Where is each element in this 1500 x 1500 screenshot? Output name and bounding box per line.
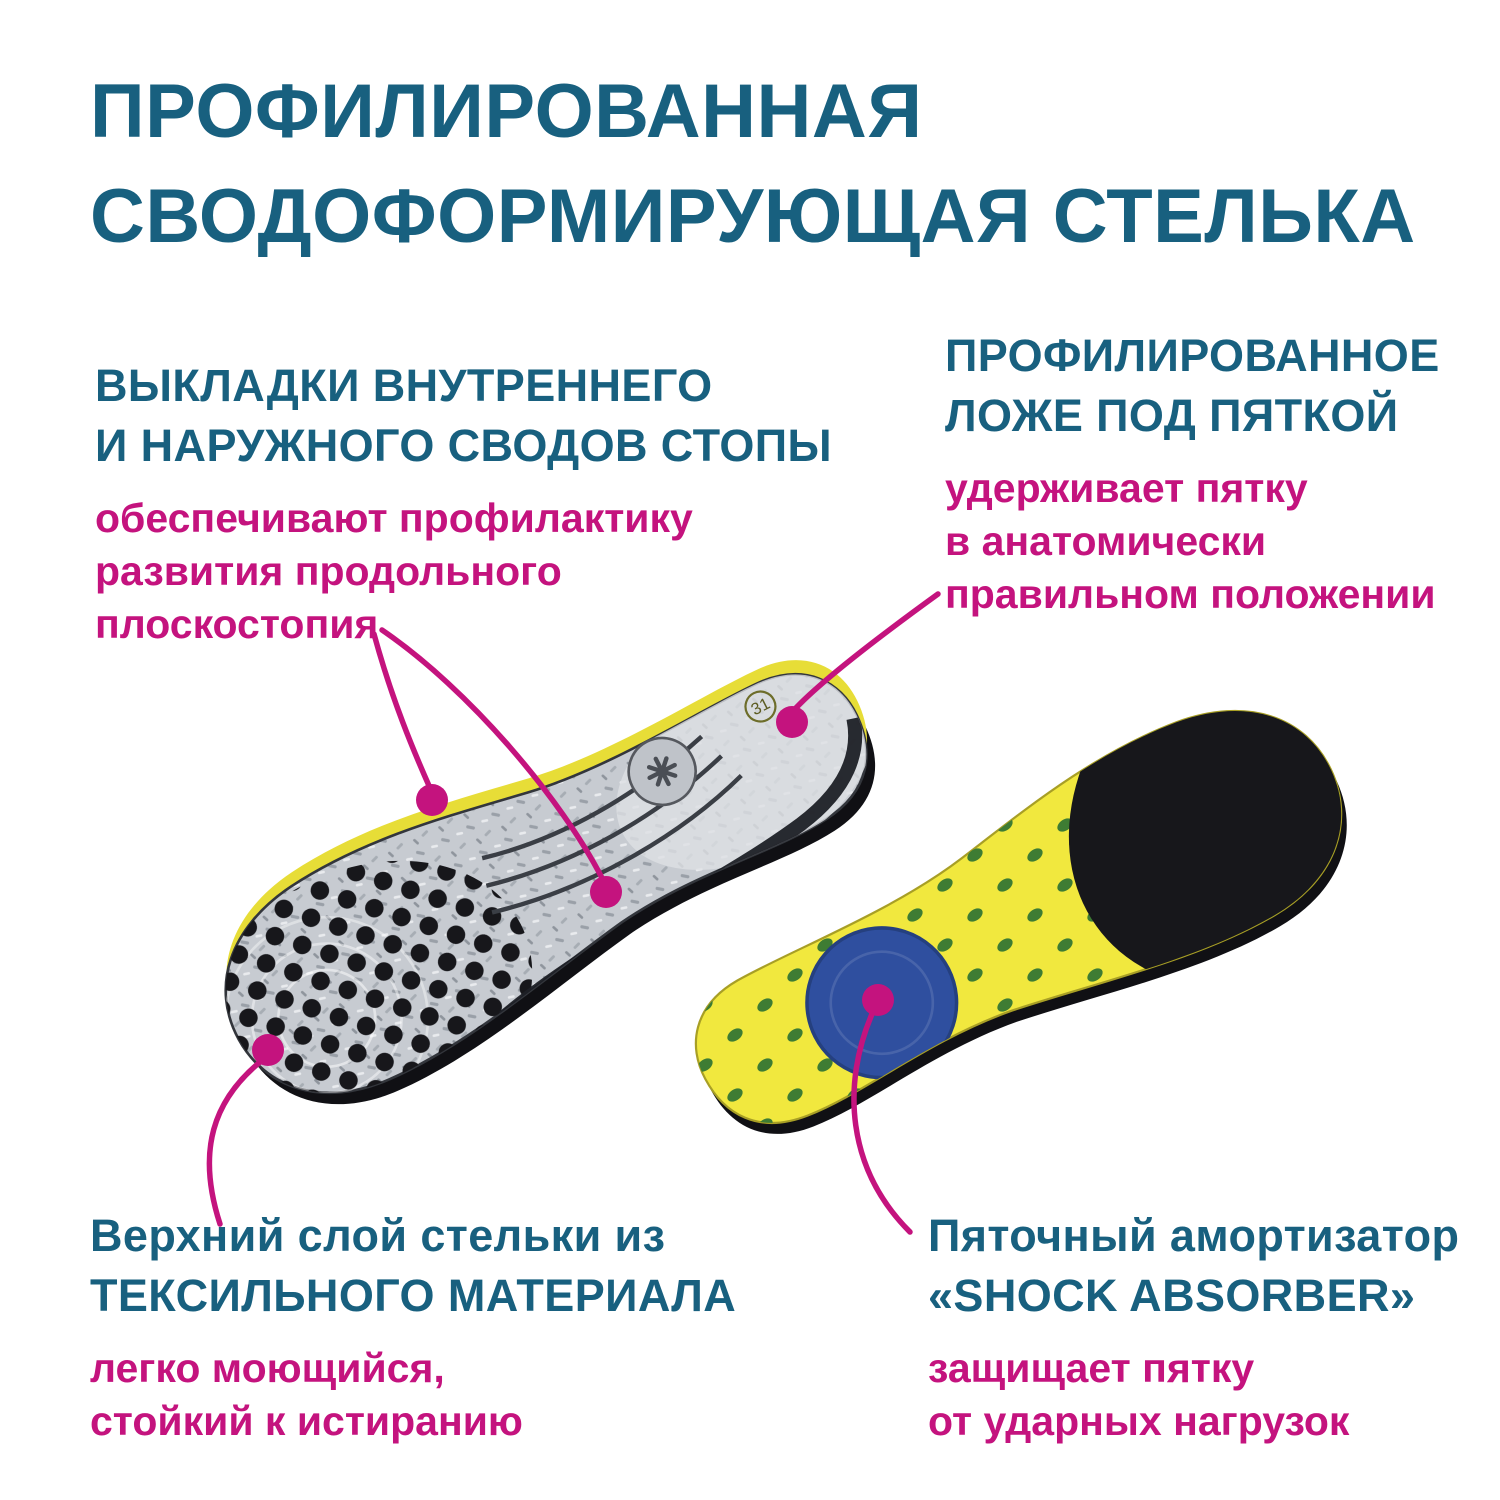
callout-dot-arch-pad-inner [416,784,448,816]
insole-top-view: 31 [185,605,917,1145]
heel-seat-body-line1: удерживает пятку [945,464,1308,511]
heel-seat-heading-line1: ПРОФИЛИРОВАННОЕ [945,330,1440,381]
callout-line-textile [206,1059,263,1227]
shock-pad-ring [829,950,935,1056]
annotation-textile-layer: Верхний слой стельки из ТЕКСИЛЬНОГО МАТЕ… [90,1206,736,1448]
textile-heading-line2: ТЕКСИЛЬНОГО МАТЕРИАЛА [90,1269,737,1321]
callouts [206,591,941,1235]
arch-design-line [485,754,723,888]
shock-body-line1: защищает пятку [928,1344,1255,1391]
callout-dot-textile [252,1034,284,1066]
callout-line-arch-pads-2 [379,627,605,881]
textile-body-line2: стойкий к истиранию [90,1397,523,1444]
callout-dot-arch-pad-outer [590,876,622,908]
arch-pads-body: обеспечивают профилактику развития продо… [95,492,832,652]
shock-body: защищает пятку от ударных нагрузок [928,1342,1459,1449]
textile-body: легко моющийся, стойкий к истиранию [90,1342,736,1449]
arch-pads-body-line2: развития продольного [95,547,562,594]
callout-dot-shock-absorber [862,984,894,1016]
textile-body-line1: легко моющийся, [90,1344,445,1391]
page-title: ПРОФИЛИРОВАННАЯ СВОДОФОРМИРУЮЩАЯ СТЕЛЬКА [90,60,1416,270]
textile-heading: Верхний слой стельки из ТЕКСИЛЬНОГО МАТЕ… [90,1206,736,1326]
shock-heading: Пяточный амортизатор «SHOCK ABSORBER» [928,1206,1459,1326]
heel-seat-body-line3: правильном положении [945,571,1436,618]
callout-line-shock-absorber [851,1011,913,1235]
brand-logo-stamp [627,736,697,807]
annotation-arch-pads: ВЫКЛАДКИ ВНУТРЕННЕГО И НАРУЖНОГО СВОДОВ … [95,356,832,652]
heel-seat-body-line2: в анатомически [945,517,1267,564]
heel-seat-heading: ПРОФИЛИРОВАННОЕ ЛОЖЕ ПОД ПЯТКОЙ [945,326,1440,446]
page-title-line1: ПРОФИЛИРОВАННАЯ [90,69,923,154]
arch-pads-heading: ВЫКЛАДКИ ВНУТРЕННЕГО И НАРУЖНОГО СВОДОВ … [95,356,832,476]
shock-heading-line1: Пяточный амортизатор [928,1210,1460,1261]
callout-dot-heel-seat [776,706,808,738]
heel-seat-body: удерживает пятку в анатомически правильн… [945,462,1440,622]
textile-heading-line1: Верхний слой стельки из [90,1210,666,1261]
arch-design-line [491,773,743,915]
heel-seat-heading-line2: ЛОЖЕ ПОД ПЯТКОЙ [945,389,1399,441]
page-title-line2: СВОДОФОРМИРУЮЩАЯ СТЕЛЬКА [90,173,1416,259]
arch-pads-body-line1: обеспечивают профилактику [95,494,693,541]
arch-pads-body-line3: плоскостопия [95,601,379,648]
arch-pads-heading-line2: И НАРУЖНОГО СВОДОВ СТОПЫ [95,419,832,471]
shock-body-line2: от ударных нагрузок [928,1397,1350,1444]
callout-line-arch-pads-1 [371,631,433,791]
callout-line-heel-seat [791,591,941,713]
annotation-shock-absorber: Пяточный амортизатор «SHOCK ABSORBER» за… [928,1206,1459,1448]
arch-pads-heading-line1: ВЫКЛАДКИ ВНУТРЕННЕГО [95,360,713,411]
shock-heading-line2: «SHOCK ABSORBER» [928,1269,1416,1321]
annotation-heel-seat: ПРОФИЛИРОВАННОЕ ЛОЖЕ ПОД ПЯТКОЙ удержива… [945,326,1440,622]
